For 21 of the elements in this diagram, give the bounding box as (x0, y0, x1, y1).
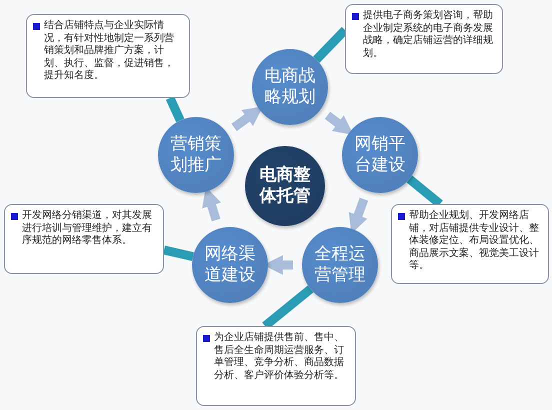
node-label: 电商战略规划 (263, 66, 316, 108)
callout-box (391, 204, 549, 284)
callout-box (196, 326, 356, 406)
description-text: 为企业店铺提供售前、售中、售后全生命周期运营服务、订单管理、竞争分析、商品数据分析、客户评价体验分析等。 (214, 332, 345, 382)
arrow (231, 106, 264, 132)
description-text: 提供电子商务策划咨询，帮助企业制定系统的电子商务发展战略，确定店铺运营的详细规划。 (363, 10, 494, 60)
circle-node (302, 227, 378, 303)
node-label: 网销平台建设 (353, 134, 406, 176)
node-label: 电商整体托管 (258, 165, 312, 207)
arrow (324, 112, 354, 136)
circle-node (342, 117, 418, 193)
node-label: 营销策划推广 (169, 134, 222, 176)
description-text: 结合店铺特点与企业实际情况，有针对性地制定一系列营销策划和品牌推广方案，计划、执行、监督，促进销售，提升知名度。 (44, 20, 175, 82)
node-label: 网络渠道建设 (203, 244, 256, 286)
description-text: 开发网络分销渠道，对其发展进行培训与管理维护，建立有序规范的网络零售体系。 (22, 210, 153, 248)
callout-box (345, 4, 503, 74)
callout-box (4, 204, 164, 274)
callout-box (26, 14, 190, 98)
description-text: 帮助企业规划、开发网络店铺，对店铺提供专业设计、整体装修定位、布局设置优化、商品展示文案、视觉美工设计等。 (409, 210, 540, 272)
node-label: 全程运营管理 (313, 244, 366, 286)
circle-node (252, 49, 328, 125)
